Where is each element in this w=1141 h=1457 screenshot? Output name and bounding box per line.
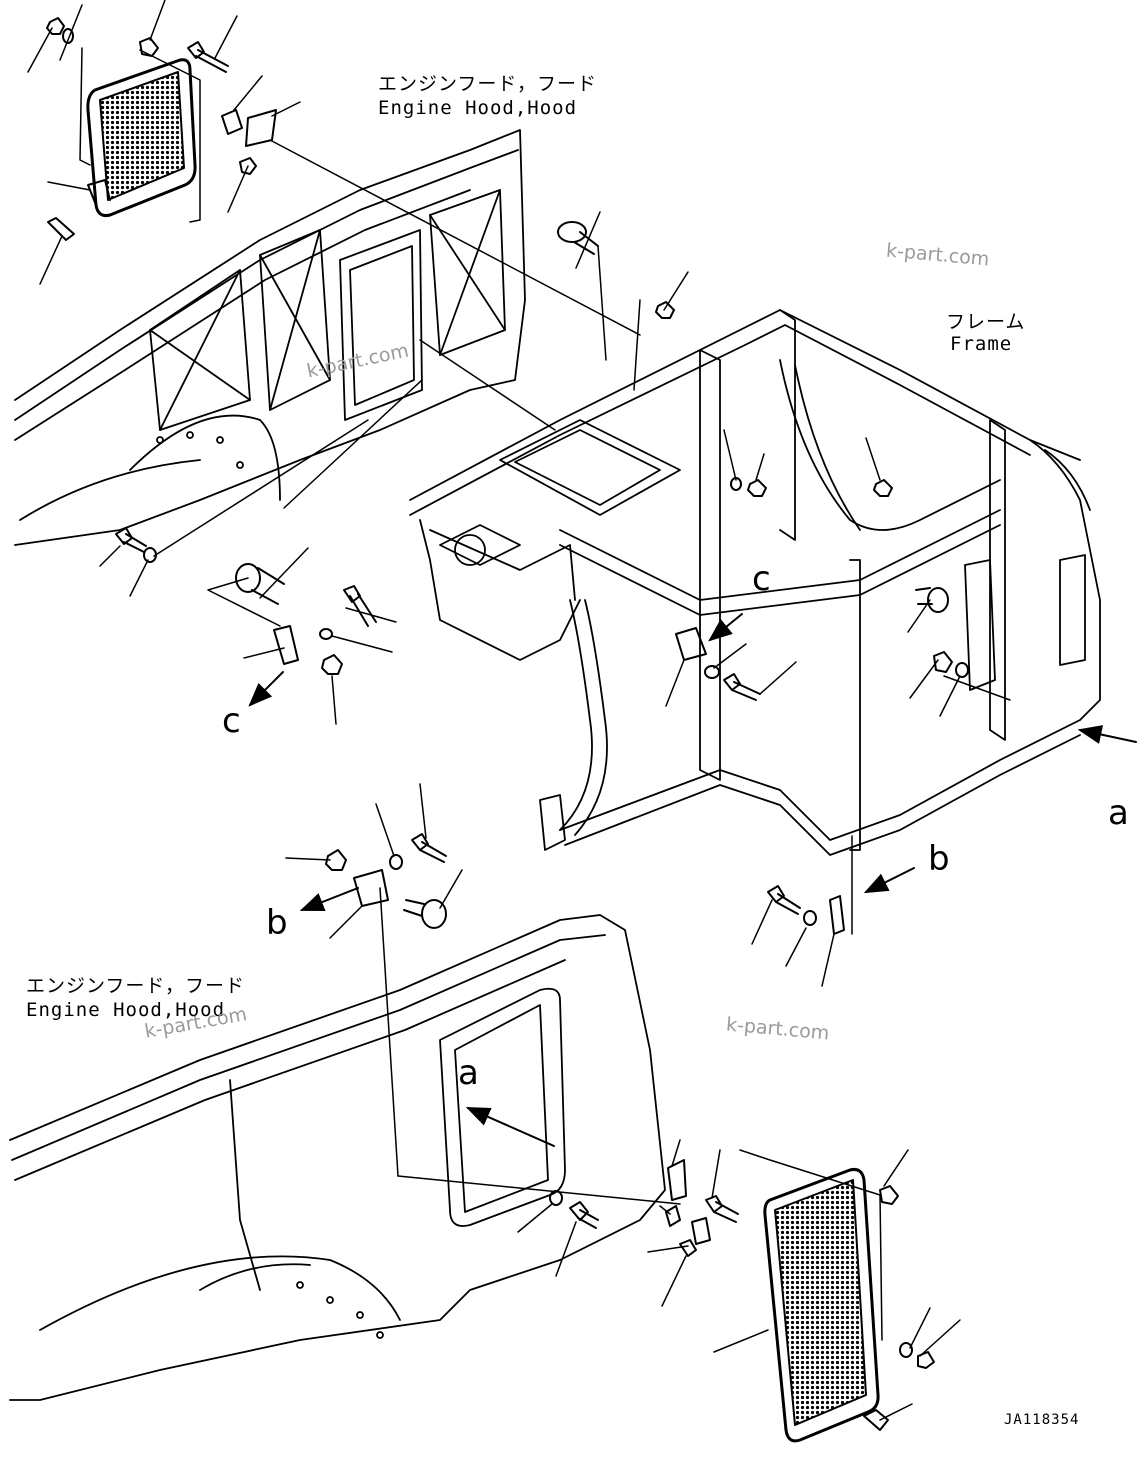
hood-top-label-jp: エンジンフード，フード <box>378 73 598 95</box>
top-grille <box>86 58 197 217</box>
bottom-grille <box>763 1168 880 1443</box>
direction-arrows <box>248 613 1137 1147</box>
fasteners <box>46 17 969 1431</box>
frame-label-jp: フレーム <box>946 311 1026 333</box>
drawing-code: JA118354 <box>1004 1412 1080 1428</box>
frame-label-en: Frame <box>950 333 1013 355</box>
callout-b-left: b <box>266 903 288 943</box>
bottom-hood-panel <box>9 914 666 1401</box>
hood-bottom-label-jp: エンジンフード，フード <box>26 975 246 997</box>
top-hood-panel <box>14 129 526 546</box>
hood-top-label-en: Engine Hood,Hood <box>378 97 578 119</box>
leader-lines <box>27 0 1011 1421</box>
callout-a-bottom: a <box>458 1053 479 1093</box>
main-frame <box>409 309 1101 856</box>
hood-bottom-label-en: Engine Hood,Hood <box>26 999 226 1021</box>
callout-b-right: b <box>928 839 950 879</box>
callout-a-right: a <box>1108 793 1129 833</box>
callout-c-left: c <box>222 701 241 741</box>
callout-c-right: c <box>752 559 771 599</box>
